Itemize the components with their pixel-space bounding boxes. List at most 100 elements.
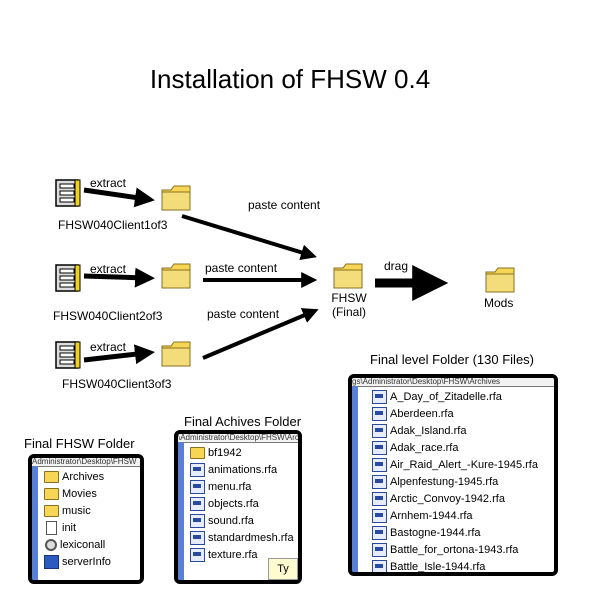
rfa-file-icon [372,525,387,540]
address-bar: Administrator\Desktop\FHSW [32,458,140,467]
archive-icon-2 [55,264,81,292]
extract-label: extract [90,176,127,190]
file-name: A_Day_of_Zitadelle.rfa [390,390,502,403]
rfa-file-icon [372,406,387,421]
paste-arrow-3 [202,308,319,360]
list-item[interactable]: Air_Raid_Alert_-Kure-1945.rfa [372,456,538,473]
explorer-sidebar-strip [32,466,38,580]
list-item[interactable]: Arctic_Convoy-1942.rfa [372,490,538,507]
folder-icon [333,263,363,289]
folder-icon [485,267,515,293]
final-fhsw-folder-panel: Administrator\Desktop\FHSW Archives Movi… [28,454,144,584]
paste-arrow-1 [181,214,317,261]
explorer-sidebar-strip [178,442,184,580]
application-icon [44,554,59,569]
rfa-file-icon [372,474,387,489]
rfa-file-icon [190,530,205,545]
file-name: texture.rfa [208,548,258,561]
drag-label: drag [384,259,409,273]
extract-label: extract [90,340,127,354]
archive-name: FHSW040Client1of3 [58,218,168,232]
list-item[interactable]: music [44,502,111,519]
rfa-file-icon [372,542,387,557]
file-name: Adak_Island.rfa [390,424,467,437]
folder-icon [161,185,191,211]
folder-icon [190,446,205,459]
rfa-file-icon [190,462,205,477]
file-name: Battle_Isle-1944.rfa [390,560,486,573]
file-name: bf1942 [208,446,242,459]
folder-icon [44,470,59,483]
folder-icon [161,341,191,367]
list-item[interactable]: sound.rfa [190,512,294,529]
folder-icon [161,263,191,289]
document-icon [46,520,57,535]
list-item[interactable]: Movies [44,485,111,502]
list-item[interactable]: A_Day_of_Zitadelle.rfa [372,388,538,405]
rfa-file-icon [372,491,387,506]
file-name: objects.rfa [208,497,259,510]
file-name: init [62,521,77,534]
archive-icon-1 [55,179,81,207]
rfa-file-icon [372,559,387,572]
list-item[interactable]: menu.rfa [190,478,294,495]
final-folder-label: FHSW (Final) [329,291,369,319]
extract-arrow-2 [83,267,155,288]
file-name: Bastogne-1944.rfa [390,526,481,539]
diagram-title: Installation of FHSW 0.4 [149,64,431,94]
list-item[interactable]: Bastogne-1944.rfa [372,524,538,541]
file-name: serverInfo [62,555,111,568]
list-item[interactable]: lexiconall [44,536,111,553]
list-item[interactable]: texture.rfa [190,546,294,563]
file-name: Adak_race.rfa [390,441,459,454]
paste-content-label: paste content [205,261,278,275]
archive-icon-3 [55,341,81,369]
rfa-file-icon [190,496,205,511]
rfa-file-icon [372,440,387,455]
list-item[interactable]: Archives [44,468,111,485]
file-name: Arctic_Convoy-1942.rfa [390,492,505,505]
file-list: Archives Movies music init lexiconall se… [44,468,111,570]
archive-name: FHSW040Client2of3 [53,309,163,323]
final-archives-folder-panel: \Administrator\Desktop\FHSW\Archives bf1… [174,430,302,584]
final-folder-qualifier: (Final) [331,305,366,319]
final-level-folder-caption: Final level Folder (130 Files) [370,352,535,367]
list-item[interactable]: Aberdeen.rfa [372,405,538,422]
rfa-file-icon [190,547,205,562]
list-item[interactable]: Arnhem-1944.rfa [372,507,538,524]
archive-name: FHSW040Client3of3 [62,377,172,391]
file-name: music [62,504,91,517]
list-item[interactable]: Adak_race.rfa [372,439,538,456]
file-name: animations.rfa [208,463,278,476]
list-item[interactable]: Alpenfestung-1945.rfa [372,473,538,490]
rfa-file-icon [372,457,387,472]
mods-folder-label: Mods [484,296,514,310]
tooltip: Ty [268,558,298,580]
gear-icon [45,538,57,551]
list-item[interactable]: animations.rfa [190,461,294,478]
final-fhsw-folder-caption: Final FHSW Folder [24,436,135,451]
list-item[interactable]: serverInfo [44,553,111,570]
paste-content-label: paste content [248,198,321,212]
list-item[interactable]: Battle_Isle-1944.rfa [372,558,538,573]
paste-content-label: paste content [207,307,280,321]
file-name: Movies [62,487,97,500]
list-item[interactable]: Battle_for_ortona-1943.rfa [372,541,538,558]
list-item[interactable]: objects.rfa [190,495,294,512]
extract-label: extract [90,262,127,276]
file-list: bf1942 animations.rfa menu.rfa objects.r… [190,444,294,563]
rfa-file-icon [372,423,387,438]
folder-icon [44,487,59,500]
rfa-file-icon [372,389,387,404]
address-bar: \Administrator\Desktop\FHSW\Archives [178,434,298,443]
file-name: Air_Raid_Alert_-Kure-1945.rfa [390,458,538,471]
list-item[interactable]: bf1942 [190,444,294,461]
file-name: sound.rfa [208,514,254,527]
list-item[interactable]: standardmesh.rfa [190,529,294,546]
file-name: Aberdeen.rfa [390,407,454,420]
list-item[interactable]: init [44,519,111,536]
final-archives-folder-caption: Final Achives Folder [184,414,302,429]
list-item[interactable]: Adak_Island.rfa [372,422,538,439]
address-bar: gs\Administrator\Desktop\FHSW\Archives [352,378,554,387]
